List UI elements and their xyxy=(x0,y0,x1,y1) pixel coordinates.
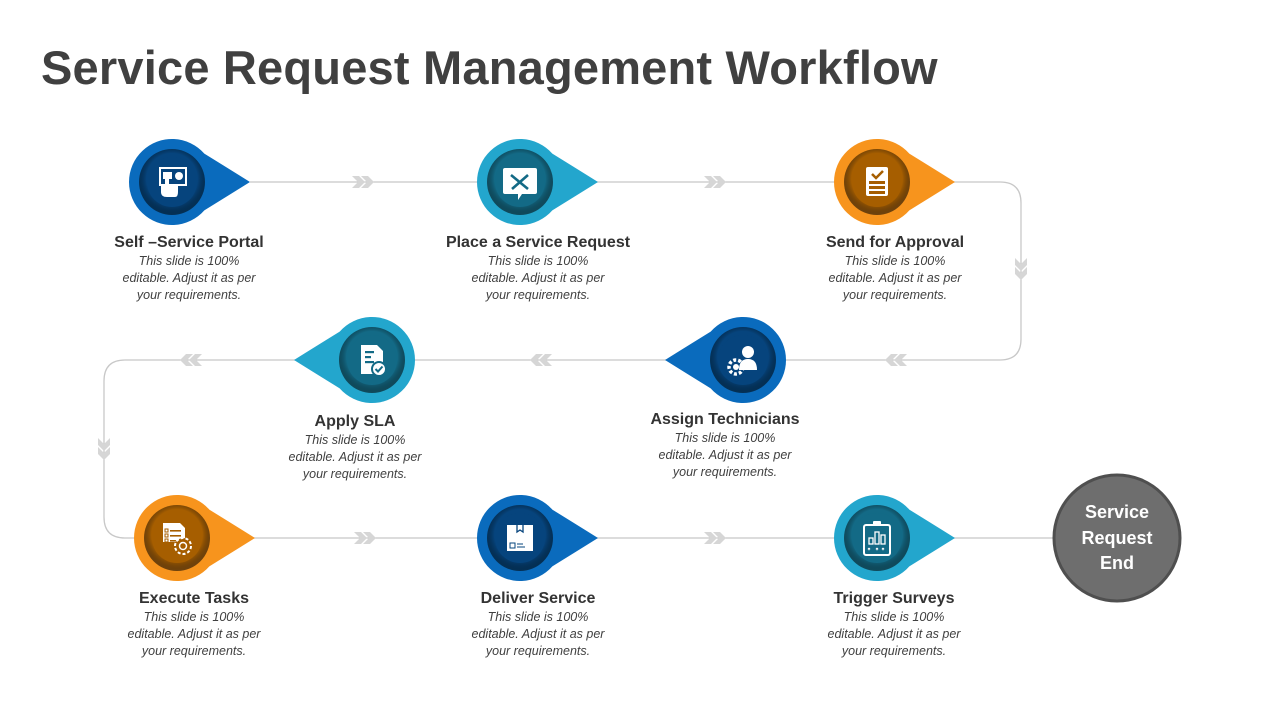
end-label: Service Request End xyxy=(1054,500,1180,577)
step-pin xyxy=(134,495,255,581)
step-description: This slide is 100% editable. Adjust it a… xyxy=(827,610,961,658)
step-pin xyxy=(294,317,415,403)
step-description: This slide is 100% editable. Adjust it a… xyxy=(471,610,605,658)
chevron-arrow-icon xyxy=(704,176,726,188)
step-trigger-surveys: Trigger Surveys This slide is 100% edita… xyxy=(784,589,1004,660)
step-place-service-request: Place a Service Request This slide is 10… xyxy=(428,233,648,304)
step-label: Deliver Service xyxy=(480,590,596,607)
chevron-arrow-icon xyxy=(180,354,202,366)
chevron-arrow-icon xyxy=(354,532,376,544)
step-send-for-approval: Send for Approval This slide is 100% edi… xyxy=(785,233,1005,304)
step-pin xyxy=(129,139,250,225)
end-label-line-3: End xyxy=(1100,553,1134,573)
chevron-arrow-icon xyxy=(885,354,907,366)
end-label-line-2: Request xyxy=(1081,527,1153,548)
step-description: This slide is 100% editable. Adjust it a… xyxy=(122,254,256,302)
pin-inner-core xyxy=(147,157,197,207)
chevron-arrow-icon xyxy=(98,438,110,460)
step-assign-technicians: Assign Technicians This slide is 100% ed… xyxy=(615,410,835,481)
chevron-arrow-icon xyxy=(704,532,726,544)
step-description: This slide is 100% editable. Adjust it a… xyxy=(127,610,261,658)
page-title: Service Request Management Workflow xyxy=(41,41,938,94)
task-list-gear-icon xyxy=(163,523,192,555)
pin-inner-core xyxy=(718,335,768,385)
approval-checklist-icon xyxy=(866,167,888,196)
step-pin xyxy=(477,495,598,581)
step-self-service-portal: Self –Service Portal This slide is 100% … xyxy=(79,233,299,304)
step-label: Self –Service Portal xyxy=(114,234,264,251)
step-description: This slide is 100% editable. Adjust it a… xyxy=(658,431,792,479)
end-circle xyxy=(1052,473,1182,603)
connector-path xyxy=(103,181,1055,539)
survey-clipboard-chart-icon xyxy=(863,521,891,556)
step-label: Execute Tasks xyxy=(139,590,249,607)
document-check-icon xyxy=(361,345,387,377)
technician-gear-user-icon xyxy=(727,346,757,376)
step-label: Apply SLA xyxy=(314,413,396,430)
step-execute-tasks: Execute Tasks This slide is 100% editabl… xyxy=(84,589,304,660)
step-pin xyxy=(477,139,598,225)
step-apply-sla: Apply SLA This slide is 100% editable. A… xyxy=(245,412,465,483)
chevron-arrow-icon xyxy=(352,176,374,188)
chevron-arrow-icon xyxy=(530,354,552,366)
step-pin xyxy=(665,317,786,403)
step-pin xyxy=(834,495,955,581)
step-pin xyxy=(834,139,955,225)
hand-touch-screen-icon xyxy=(159,167,187,197)
delivery-box-icon xyxy=(507,525,533,551)
step-label: Trigger Surveys xyxy=(833,590,955,607)
step-description: This slide is 100% editable. Adjust it a… xyxy=(828,254,962,302)
chevron-arrow-icon xyxy=(1015,258,1027,280)
step-description: This slide is 100% editable. Adjust it a… xyxy=(288,433,422,481)
step-description: This slide is 100% editable. Adjust it a… xyxy=(471,254,605,302)
step-deliver-service: Deliver Service This slide is 100% edita… xyxy=(428,589,648,660)
step-label: Assign Technicians xyxy=(650,411,800,428)
end-label-line-1: Service xyxy=(1084,502,1150,522)
tools-chat-bubble-icon xyxy=(503,168,537,200)
step-label: Place a Service Request xyxy=(445,234,631,251)
step-label: Send for Approval xyxy=(825,234,965,251)
